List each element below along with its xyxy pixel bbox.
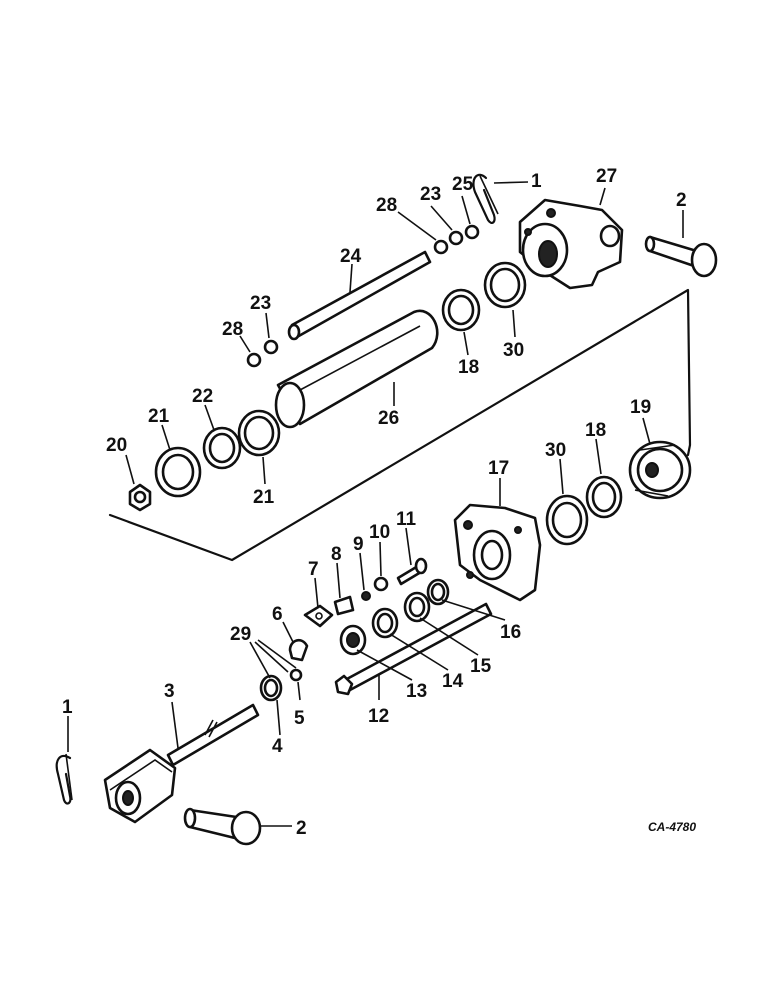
- label-10: 10: [369, 522, 390, 543]
- label-7: 7: [308, 559, 319, 580]
- label-19: 19: [630, 397, 651, 418]
- small-rings-left: [246, 339, 279, 368]
- label-30-top: 30: [503, 340, 524, 361]
- label-30-right: 30: [545, 440, 566, 461]
- rings-upper: [441, 261, 527, 332]
- label-1-top: 1: [531, 171, 542, 192]
- label-24: 24: [340, 246, 362, 267]
- label-11: 11: [396, 509, 417, 530]
- label-18-right: 18: [585, 420, 606, 441]
- hair-pin-clip-top: [472, 173, 499, 224]
- drawing-code: CA-4780: [648, 820, 696, 834]
- tie-rod: [287, 250, 432, 341]
- small-hardware: [303, 576, 389, 628]
- hair-pin-clip-bottom: [55, 753, 73, 805]
- label-9: 9: [353, 534, 364, 555]
- label-13: 13: [406, 681, 427, 702]
- label-25: 25: [452, 174, 474, 195]
- label-12: 12: [368, 706, 389, 727]
- label-20: 20: [106, 435, 127, 456]
- label-28-left: 28: [222, 319, 243, 340]
- label-2-bottom: 2: [296, 818, 307, 839]
- label-21-upper: 21: [148, 406, 170, 427]
- label-4: 4: [272, 736, 283, 757]
- label-5: 5: [294, 708, 305, 729]
- leader-lines: [67, 181, 684, 827]
- label-1-bottom: 1: [62, 697, 73, 718]
- assembly-bracket-line: [108, 288, 692, 562]
- label-17: 17: [488, 458, 509, 479]
- label-21-lower: 21: [253, 487, 275, 508]
- label-27: 27: [596, 166, 617, 187]
- label-28-top: 28: [376, 195, 397, 216]
- piston: [628, 440, 692, 500]
- pin-bottom: [183, 807, 262, 846]
- label-26: 26: [378, 408, 399, 429]
- label-23-top: 23: [420, 184, 441, 205]
- label-8: 8: [331, 544, 342, 565]
- rod-end-cap: [453, 503, 542, 602]
- label-14: 14: [442, 671, 464, 692]
- label-29: 29: [230, 624, 251, 645]
- cylinder-head: [518, 198, 624, 290]
- callout-labels: 1 27 2 25 23 28 24 23 28 30 18 26 22 21 …: [62, 166, 696, 839]
- bolt: [396, 557, 428, 586]
- rings-left: [154, 409, 281, 498]
- small-rings-top: [433, 224, 480, 255]
- cylinder-barrel: [274, 309, 439, 429]
- rod-clevis: [103, 703, 260, 824]
- label-18-top: 18: [458, 357, 479, 378]
- label-3: 3: [164, 681, 175, 702]
- label-6: 6: [272, 604, 283, 625]
- valve-parts: [259, 638, 309, 702]
- label-16: 16: [500, 622, 521, 643]
- label-15: 15: [470, 656, 492, 677]
- label-22: 22: [192, 386, 213, 407]
- label-23-left: 23: [250, 293, 271, 314]
- nut: [128, 483, 152, 512]
- seal-rings: [339, 578, 450, 656]
- pin-top: [644, 235, 718, 278]
- label-2-top: 2: [676, 190, 687, 211]
- rings-right: [545, 475, 623, 546]
